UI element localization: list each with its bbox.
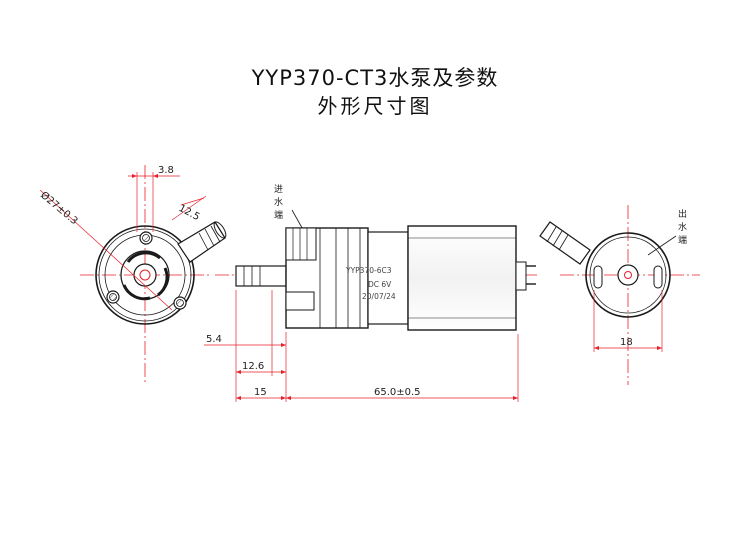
outlet-nozzle — [539, 221, 591, 265]
body-marking-model: YYP370-6C3 — [345, 266, 392, 275]
motor-end-circle — [585, 232, 671, 318]
svg-text:水: 水 — [274, 196, 283, 208]
screw-icon — [106, 290, 120, 304]
dim-5-4: 5.4 — [206, 334, 222, 345]
screw-icon — [139, 231, 153, 245]
svg-text:进: 进 — [274, 184, 283, 195]
housing-outer-circle — [95, 225, 195, 325]
body-marking-voltage: DC 6V — [368, 280, 392, 289]
dim-12-5: 12.5 — [177, 203, 202, 223]
svg-text:端: 端 — [274, 209, 283, 221]
dim-15: 15 — [254, 387, 267, 398]
dim-3-8: 3.8 — [158, 165, 174, 176]
screw-icon — [173, 296, 187, 310]
dim-12-6: 12.6 — [242, 361, 264, 372]
side-view: YYP370-6C3 DC 6V 20/07/24 — [215, 225, 540, 331]
motor-can — [407, 225, 517, 331]
dim-diameter: Ø27±0.3 — [38, 189, 80, 227]
body-marking-date: 20/07/24 — [362, 292, 396, 301]
left-end-view: 3.8 12.5 Ø27±0.3 — [38, 165, 227, 385]
side-dimensions: 5.4 12.6 15 65.0±0.5 — [204, 290, 519, 402]
diagram-subtitle: 外形尺寸图 — [317, 94, 433, 118]
svg-text:出: 出 — [678, 208, 687, 220]
inlet-spigot — [235, 265, 287, 287]
dim-18: 18 — [620, 337, 633, 348]
outlet-label: 出 水 端 — [647, 208, 687, 256]
right-end-view: 18 — [539, 205, 700, 385]
inlet-nozzle — [177, 221, 226, 263]
svg-text:水: 水 — [678, 221, 687, 233]
diagram-title: YYP370-CT3水泵及参数 — [251, 66, 499, 90]
dim-65: 65.0±0.5 — [374, 387, 421, 398]
svg-text:端: 端 — [678, 234, 687, 246]
